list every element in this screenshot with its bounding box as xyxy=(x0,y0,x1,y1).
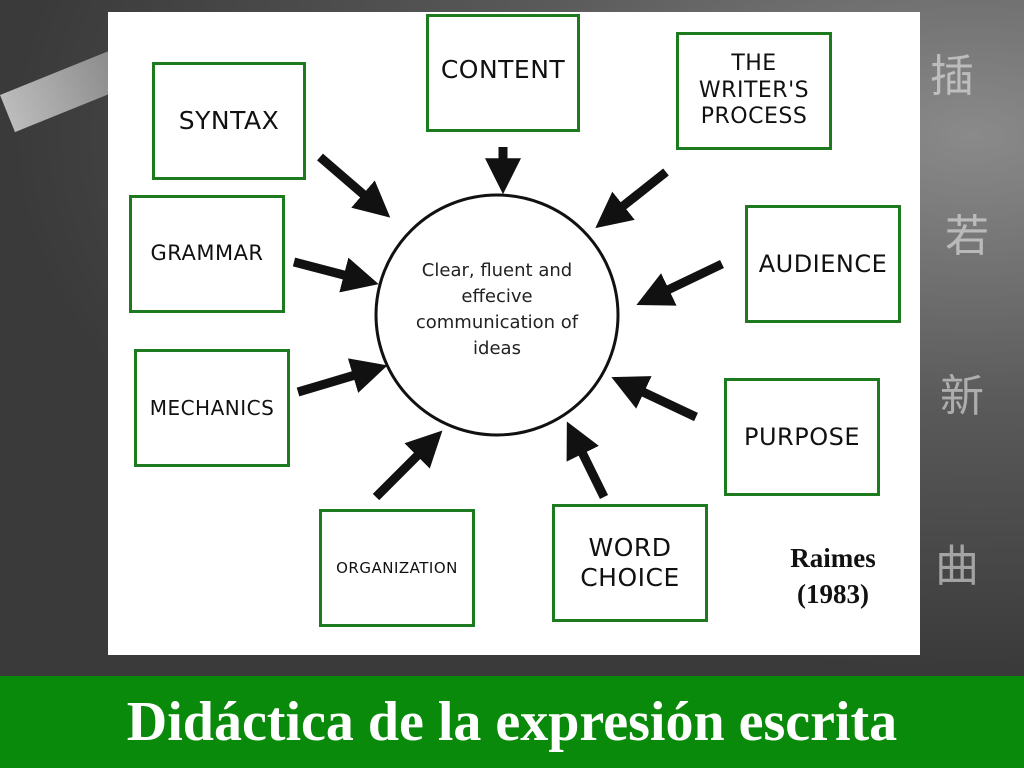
title-bar: Didáctica de la expresión escrita xyxy=(0,676,1024,768)
chalk-writing: 插 xyxy=(930,51,974,102)
box-content: CONTENT xyxy=(426,14,580,132)
center-text: Clear, fluent and effecive communication… xyxy=(415,260,579,359)
arrow-syntax xyxy=(317,153,391,218)
arrow-purpose xyxy=(611,376,698,422)
chalk-writing: 曲 xyxy=(935,541,979,592)
box-purpose: PURPOSE xyxy=(724,378,880,496)
arrow-grammar xyxy=(292,257,379,293)
box-syntax: SYNTAX xyxy=(152,62,306,180)
center-circle xyxy=(374,193,620,437)
citation: Raimes (1983) xyxy=(790,543,876,609)
box-organization: ORGANIZATION xyxy=(319,509,475,627)
arrow-word-choice xyxy=(566,421,609,499)
box-audience: AUDIENCE xyxy=(745,205,901,323)
diagram-panel: Clear, fluent and effecive communication… xyxy=(108,12,920,655)
box-writers-process: THE WRITER'S PROCESS xyxy=(676,32,832,150)
chalk-writing: 若 xyxy=(945,211,989,262)
arrow-writers-process xyxy=(595,168,669,229)
diagram-graphics xyxy=(292,147,724,501)
slide-title: Didáctica de la expresión escrita xyxy=(126,691,898,753)
arrow-audience xyxy=(636,259,724,306)
box-mechanics: MECHANICS xyxy=(134,349,290,467)
chalk-writing: 新 xyxy=(940,371,984,422)
box-word-choice: WORD CHOICE xyxy=(552,504,708,622)
arrow-mechanics xyxy=(296,358,388,397)
box-grammar: GRAMMAR xyxy=(129,195,285,313)
arrow-organization xyxy=(372,430,443,501)
